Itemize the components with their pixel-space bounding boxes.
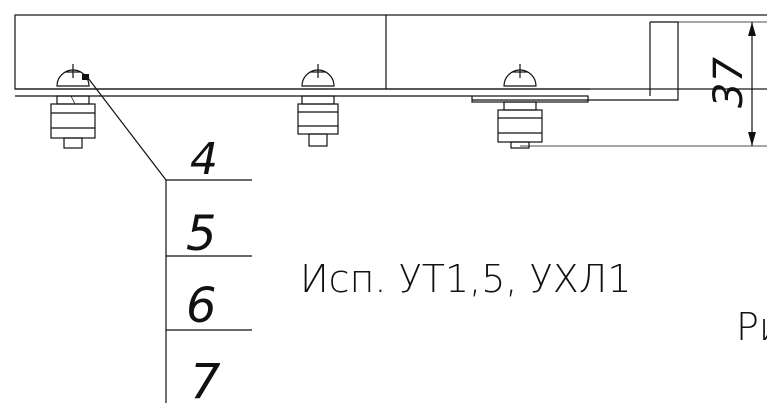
fastener-3	[497, 64, 543, 149]
fastener-2	[297, 64, 339, 147]
callout-4: 4	[190, 134, 218, 185]
dimension-value: 37	[706, 57, 752, 108]
leader-callout	[82, 74, 252, 403]
callout-7: 7	[190, 354, 221, 403]
callout-6: 6	[186, 278, 217, 334]
panel-outline	[14, 14, 767, 147]
variant-note: Исп. УТ1,5, УХЛ1	[300, 257, 631, 301]
fastener-1	[50, 64, 96, 149]
callout-5: 5	[186, 206, 217, 262]
cut-label: Ри	[736, 305, 767, 349]
dimension-37: 37	[706, 22, 756, 146]
